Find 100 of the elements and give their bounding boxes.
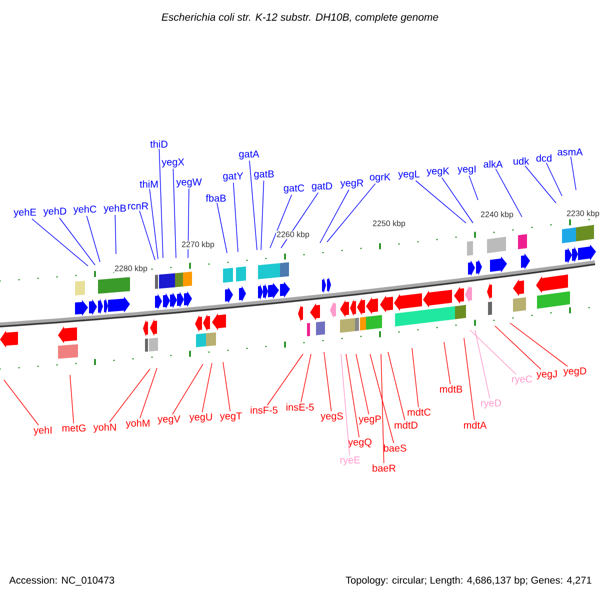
leader-line — [202, 362, 212, 413]
gene-label: yegX — [162, 158, 184, 168]
leader-line — [249, 160, 258, 250]
leader-line — [320, 189, 350, 244]
gene-label: gatD — [312, 182, 332, 192]
leader-line — [158, 148, 164, 258]
gene-label: insE-5 — [286, 403, 314, 411]
leader-line — [324, 352, 332, 412]
gene-label: yegJ — [536, 370, 557, 380]
gene-label: yehC — [73, 205, 96, 215]
leader-line — [370, 354, 394, 444]
gene-label: yegP — [358, 416, 381, 424]
leader-line — [270, 194, 292, 248]
scale-label: 2270 kbp — [181, 240, 215, 250]
gene-label: yegD — [563, 368, 586, 376]
leader-line — [442, 177, 474, 224]
leader-line — [546, 162, 562, 196]
gene-label: ryeE — [340, 456, 360, 466]
leader-line — [149, 188, 158, 260]
leader-line — [114, 214, 116, 254]
gene-label: gatB — [254, 170, 274, 180]
leader-line — [260, 180, 264, 250]
leader-line — [188, 188, 190, 258]
leader-line — [326, 183, 376, 242]
accession-text: Accession: NC_010473 — [9, 576, 114, 586]
gene-label: ryeD — [481, 400, 502, 408]
gene-label: gatC — [284, 184, 304, 194]
gene-label: yegQ — [348, 438, 372, 448]
gene-label: mdtB — [440, 385, 462, 393]
leader-line — [172, 168, 176, 258]
scale-label: 2230 kbp — [566, 210, 600, 218]
gene-label: ogrK — [370, 174, 390, 182]
leader-line — [139, 210, 156, 260]
gene-label: baeR — [372, 464, 396, 472]
gene-label: baeS — [384, 444, 406, 452]
scale-label: 2240 kbp — [480, 210, 514, 220]
gene-label: yegV — [158, 416, 180, 424]
leader-line — [109, 368, 150, 422]
scale-label: 2250 kbp — [372, 220, 406, 228]
leader-line — [300, 354, 312, 402]
gene-label: yohN — [93, 423, 116, 433]
gene-label: yegR — [340, 180, 364, 188]
gene-label: mdtC — [408, 408, 431, 416]
leader-line — [222, 362, 231, 412]
leader-line — [59, 218, 96, 266]
scale-label: 2260 kbp — [276, 230, 310, 240]
leader-line — [470, 330, 516, 375]
leader-line — [172, 364, 204, 415]
gene-label: asmA — [558, 148, 583, 156]
gene-label: mdtD — [394, 421, 418, 429]
leader-line — [380, 354, 384, 464]
gene-label: yegL — [398, 170, 420, 180]
gene-label: ryeC — [512, 375, 532, 385]
gene-label: insF-5 — [250, 406, 278, 414]
leader-line — [388, 352, 406, 420]
gene-label: thiD — [150, 140, 168, 148]
gene-label: rcnR — [128, 202, 148, 210]
leader-line — [474, 330, 490, 399]
leader-line — [510, 322, 568, 367]
leader-line — [346, 354, 360, 438]
gene-label: yegW — [176, 178, 202, 188]
leader-line — [356, 354, 370, 415]
leader-line — [494, 326, 542, 370]
leader-line — [415, 180, 466, 224]
leader-line — [444, 342, 451, 384]
gene-label: udk — [514, 157, 530, 165]
leader-line — [570, 156, 576, 190]
leader-line — [70, 374, 74, 424]
leader-line — [86, 216, 100, 262]
gene-label: yegI — [458, 166, 476, 174]
gene-label: alkA — [484, 160, 503, 168]
gene-label: yehE — [14, 208, 36, 218]
gene-label: yegS — [320, 412, 343, 422]
gene-label: yegU — [189, 414, 212, 422]
gene-label: gatY — [223, 172, 244, 182]
leader-line — [233, 182, 238, 252]
gene-label: yegT — [220, 412, 242, 422]
gene-label: thiM — [140, 180, 158, 188]
gene-label: mdtA — [464, 421, 487, 429]
leader-line — [412, 348, 419, 408]
leader-line — [495, 168, 522, 218]
leader-line — [32, 218, 88, 266]
gene-label: dcd — [536, 154, 552, 162]
gene-label: yohM — [126, 419, 150, 429]
gene-label: yehD — [43, 207, 66, 217]
leader-line — [216, 202, 228, 254]
gene-label: yegK — [426, 168, 450, 176]
scale-label: 2280 kbp — [114, 264, 148, 274]
leader-line — [4, 380, 39, 426]
gene-label: yehB — [104, 204, 126, 214]
leader-line — [524, 166, 556, 204]
leader-line — [140, 368, 158, 418]
gene-label: fbaB — [206, 194, 226, 202]
gene-label: gatA — [239, 150, 260, 160]
genome-summary-text: Topology: circular; Length: 4,686,137 bp; Genes: 4,271 — [346, 576, 592, 586]
gene-label: yehI — [34, 426, 52, 436]
leader-line — [464, 338, 475, 420]
title: Escherichia coli str. K-12 substr. DH10B, complete genome — [162, 13, 438, 23]
leader-line — [267, 354, 304, 406]
leader-line — [340, 354, 350, 456]
